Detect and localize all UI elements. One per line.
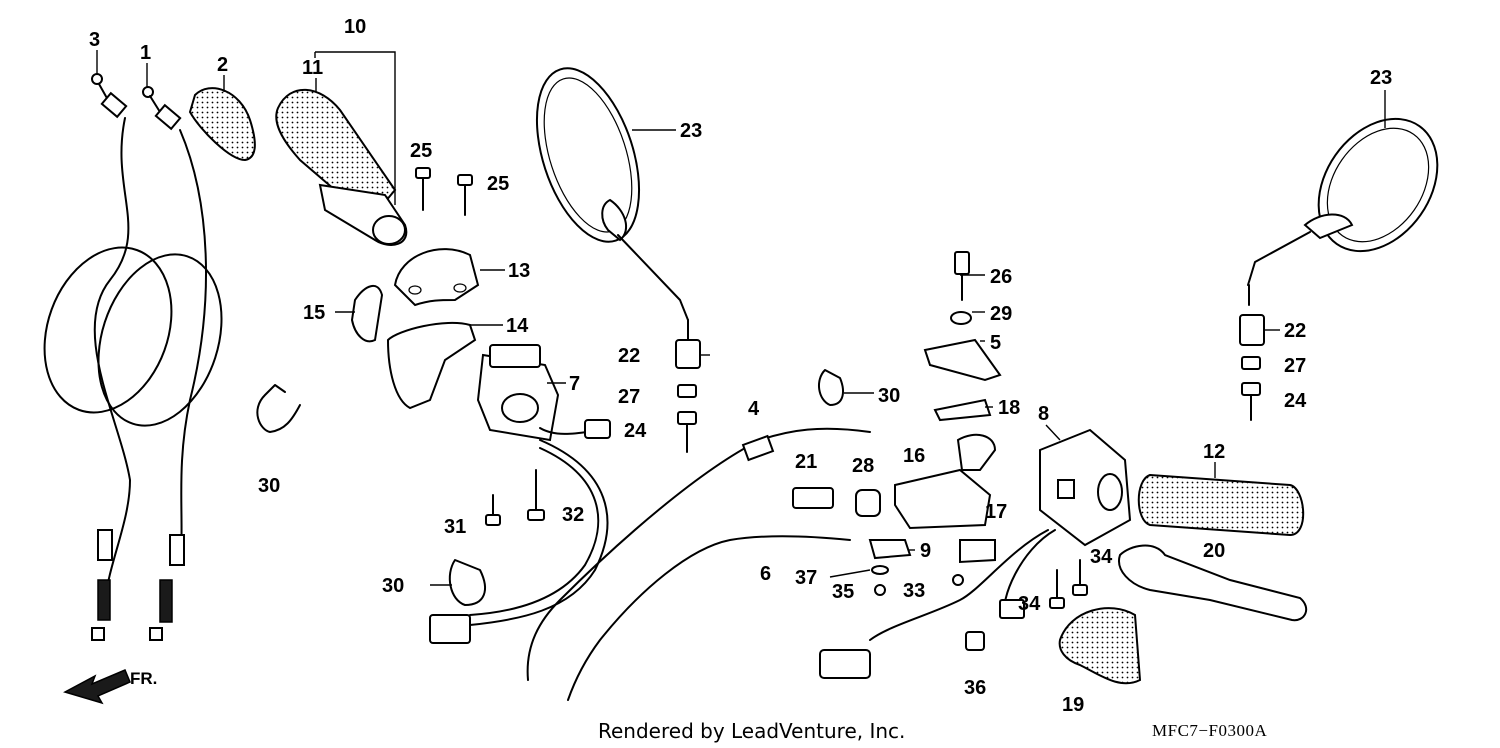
diagram-code: MFC7−F0300A — [1152, 721, 1267, 740]
callout-25: 25 — [410, 140, 432, 162]
callout-1: 1 — [140, 42, 151, 64]
callout-22: 22 — [1284, 320, 1306, 342]
rendered-by-credit: Rendered by LeadVenture, Inc. — [598, 719, 905, 743]
callout-34: 34 — [1018, 593, 1041, 615]
nut-part-27-b — [1241, 356, 1261, 370]
clip-part-17 — [959, 539, 996, 564]
mirror-part-23-b — [1247, 117, 1439, 306]
callout-17: 17 — [985, 501, 1007, 523]
callout-30: 30 — [258, 475, 280, 497]
callout-26: 26 — [990, 266, 1012, 288]
bolt-part-24-b — [1241, 382, 1261, 421]
nut-part-36 — [965, 631, 985, 651]
callout-24: 24 — [1284, 390, 1307, 412]
callout-30: 30 — [878, 385, 900, 407]
front-direction-arrow: FR. — [63, 669, 157, 705]
callout-31: 31 — [444, 516, 466, 538]
callout-15: 15 — [303, 302, 325, 324]
cable-clamp-part-30-a — [256, 384, 301, 433]
callout-22: 22 — [618, 345, 640, 367]
bolt-part-32 — [527, 469, 545, 521]
callout-25: 25 — [487, 173, 509, 195]
bolt-part-26 — [954, 251, 970, 301]
knob-part-28 — [855, 489, 881, 517]
switch-part-9 — [868, 539, 912, 560]
lever-cover-part-19 — [1058, 607, 1142, 685]
left-grip-part-12 — [1137, 473, 1305, 537]
callout-6: 6 — [760, 563, 771, 585]
bolt-part-24-a — [677, 411, 697, 453]
cable-clamp-part-30-c — [818, 369, 844, 406]
switch-wire-8 — [819, 529, 1056, 679]
clutch-cable-part-4 — [526, 427, 871, 681]
housing-upper-part-13 — [393, 248, 480, 307]
bracket-part-5 — [923, 338, 1002, 382]
callout-labels: 3 1 2 10 11 25 25 13 15 14 30 7 31 32 30… — [89, 16, 1392, 716]
adapter-part-22-b — [1239, 314, 1265, 346]
callout-20: 20 — [1203, 540, 1225, 562]
throttle-cable-part-3 — [91, 73, 131, 641]
callout-3: 3 — [89, 29, 100, 51]
callout-36: 36 — [964, 677, 986, 699]
callout-11: 11 — [302, 57, 323, 79]
callout-37: 37 — [795, 567, 817, 589]
callout-34: 34 — [1090, 546, 1113, 568]
cam-part-15 — [350, 285, 384, 343]
callout-10: 10 — [344, 16, 366, 38]
callout-21: 21 — [795, 451, 817, 473]
callout-5: 5 — [990, 332, 1001, 354]
nut-part-27-a — [677, 384, 697, 398]
callout-32: 32 — [562, 504, 584, 526]
callout-7: 7 — [569, 373, 580, 395]
throttle-grip-part-11 — [275, 88, 408, 246]
switch-housing-part-7 — [476, 344, 611, 442]
screw-part-34-a — [1072, 559, 1088, 596]
callout-4: 4 — [748, 398, 760, 420]
screw-part-33 — [952, 574, 964, 586]
bolt-part-31 — [485, 494, 501, 526]
callout-23: 23 — [680, 120, 702, 142]
leader-lines — [96, 50, 1386, 586]
adapter-part-22-a — [675, 339, 701, 369]
callout-13: 13 — [508, 260, 530, 282]
callout-28: 28 — [852, 455, 874, 477]
washer-part-29 — [950, 311, 972, 325]
callout-2: 2 — [217, 54, 228, 76]
screw-part-34-b — [1049, 569, 1065, 609]
bracket-part-18 — [933, 398, 992, 422]
clutch-lever-part-20 — [1118, 544, 1308, 622]
front-direction-label: FR. — [130, 669, 157, 688]
callout-24: 24 — [624, 420, 647, 442]
switch-wire-7 — [429, 439, 609, 644]
throttle-cable-part-1 — [142, 86, 207, 641]
callout-27: 27 — [1284, 355, 1306, 377]
callout-18: 18 — [998, 397, 1020, 419]
callout-12: 12 — [1203, 441, 1225, 463]
callout-19: 19 — [1062, 694, 1084, 716]
cable-clamp-part-30-b — [448, 559, 486, 606]
callout-30: 30 — [382, 575, 404, 597]
callout-8: 8 — [1038, 403, 1049, 425]
callout-9: 9 — [920, 540, 931, 562]
callout-29: 29 — [990, 303, 1012, 325]
switch-housing-part-8 — [1039, 428, 1132, 547]
cable-part-6 — [567, 535, 851, 701]
housing-lower-part-14 — [386, 321, 477, 410]
callout-27: 27 — [618, 386, 640, 408]
mirror-part-23-a — [535, 67, 689, 341]
lever-bracket-part-16 — [894, 433, 997, 530]
cover-part-2 — [188, 87, 256, 162]
callout-23: 23 — [1370, 67, 1392, 89]
callout-14: 14 — [506, 315, 529, 337]
washer-part-37 — [871, 565, 889, 575]
screw-part-25-b — [457, 174, 473, 216]
adjuster-part-21 — [792, 487, 834, 509]
callout-33: 33 — [903, 580, 925, 602]
callout-35: 35 — [832, 581, 854, 603]
callout-16: 16 — [903, 445, 925, 467]
cable-loop — [43, 246, 223, 427]
screw-part-35 — [874, 584, 886, 596]
screw-part-25-a — [415, 167, 431, 211]
